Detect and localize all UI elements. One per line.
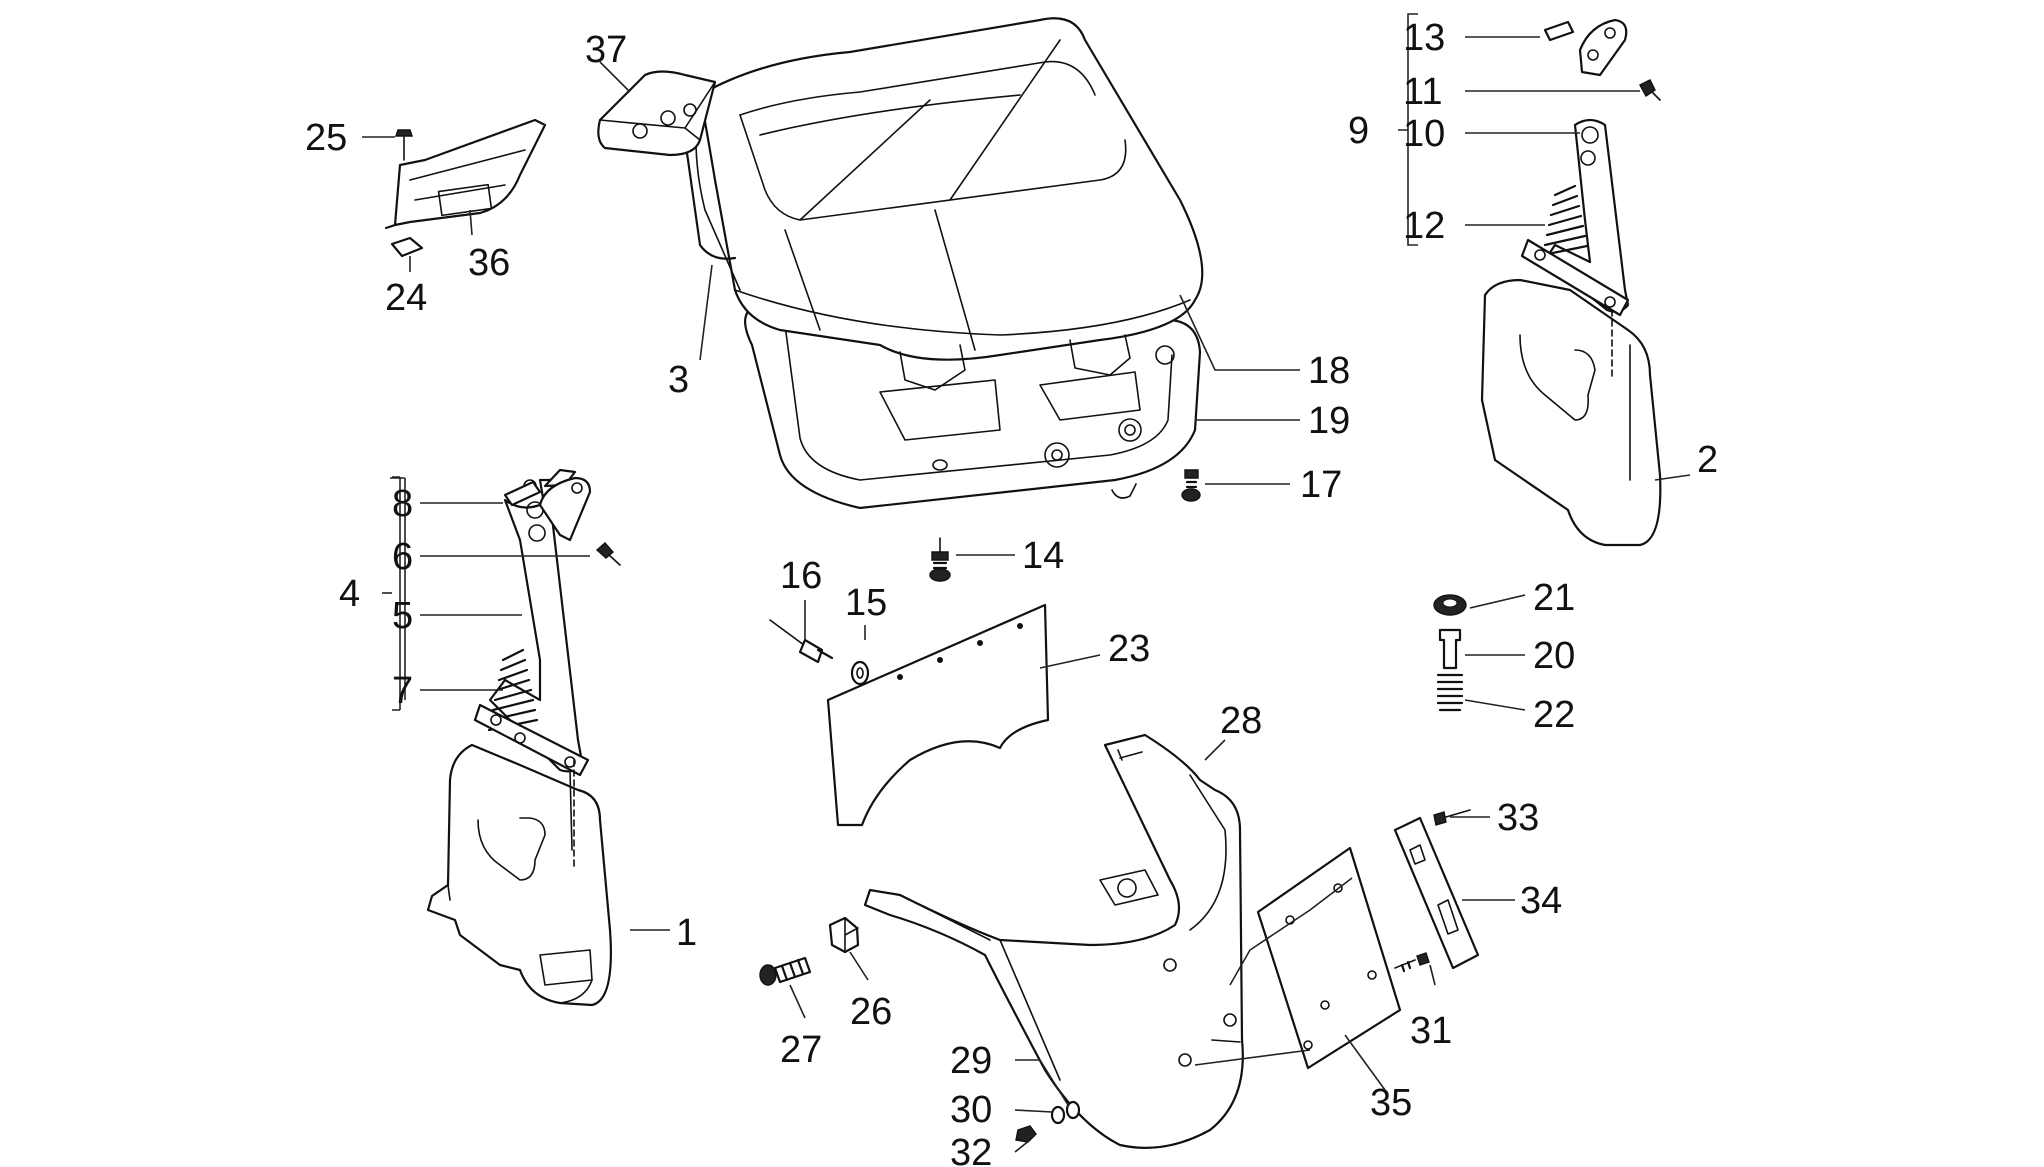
screw-14 [929, 537, 951, 582]
rear-mudguard [863, 733, 1244, 1149]
callout-8: 8 [392, 483, 413, 525]
callout-labels: 1 2 3 4 5 6 7 8 9 10 11 12 13 14 15 16 1… [305, 17, 1718, 1167]
callout-33: 33 [1497, 797, 1539, 839]
screw-33 [1433, 809, 1471, 826]
callout-30: 30 [950, 1089, 992, 1131]
callout-31: 31 [1410, 1010, 1452, 1052]
callout-17: 17 [1300, 464, 1342, 506]
callout-35: 35 [1370, 1082, 1412, 1124]
callout-32: 32 [950, 1132, 992, 1167]
leader-lines [362, 13, 1691, 1153]
washers-nut [1015, 1100, 1081, 1143]
top-case-shell [698, 17, 1204, 361]
carrier-rack-inner [784, 324, 1173, 481]
callout-23: 23 [1108, 628, 1150, 670]
plate-holder [1393, 816, 1480, 970]
callout-1: 1 [676, 912, 697, 954]
callout-3: 3 [668, 359, 689, 401]
callout-34: 34 [1520, 880, 1562, 922]
callout-29: 29 [950, 1040, 992, 1082]
callout-15: 15 [845, 582, 887, 624]
callout-10: 10 [1403, 113, 1445, 155]
callout-37: 37 [585, 29, 627, 71]
pin-rivet [769, 619, 870, 686]
callout-25: 25 [305, 117, 347, 159]
callout-19: 19 [1308, 400, 1350, 442]
left-glove-panel [426, 743, 612, 1007]
splash-plate [826, 603, 1050, 827]
left-hinge-assembly [473, 468, 621, 777]
reflector-block [597, 70, 717, 157]
callout-36: 36 [468, 242, 510, 284]
callout-14: 14 [1022, 535, 1064, 577]
clip-nut-26 [828, 916, 860, 954]
callout-28: 28 [1220, 700, 1262, 742]
right-hinge-assembly [1520, 18, 1661, 317]
callout-20: 20 [1533, 635, 1575, 677]
grommet-bolt-spring [1433, 594, 1467, 712]
callout-6: 6 [392, 536, 413, 578]
callout-5: 5 [392, 595, 413, 637]
callout-16: 16 [780, 555, 822, 597]
callout-26: 26 [850, 991, 892, 1033]
callout-12: 12 [1403, 205, 1445, 247]
top-case-assembly [684, 17, 1204, 510]
callout-21: 21 [1533, 577, 1575, 619]
callout-22: 22 [1533, 694, 1575, 736]
callout-9: 9 [1348, 110, 1369, 152]
right-glove-panel [1480, 278, 1662, 547]
plate-bracket [1256, 846, 1402, 1070]
license-plate-light [384, 118, 547, 258]
screw-31 [1394, 952, 1430, 973]
bolt-27 [759, 956, 812, 986]
callout-2: 2 [1697, 439, 1718, 481]
callout-4: 4 [339, 573, 360, 615]
screw-17 [1181, 469, 1201, 502]
callout-13: 13 [1403, 17, 1445, 59]
callout-18: 18 [1308, 350, 1350, 392]
callout-11: 11 [1403, 71, 1442, 113]
callout-27: 27 [780, 1029, 822, 1071]
callout-24: 24 [385, 277, 427, 319]
carrier-rack [744, 303, 1202, 510]
callout-7: 7 [392, 670, 413, 712]
